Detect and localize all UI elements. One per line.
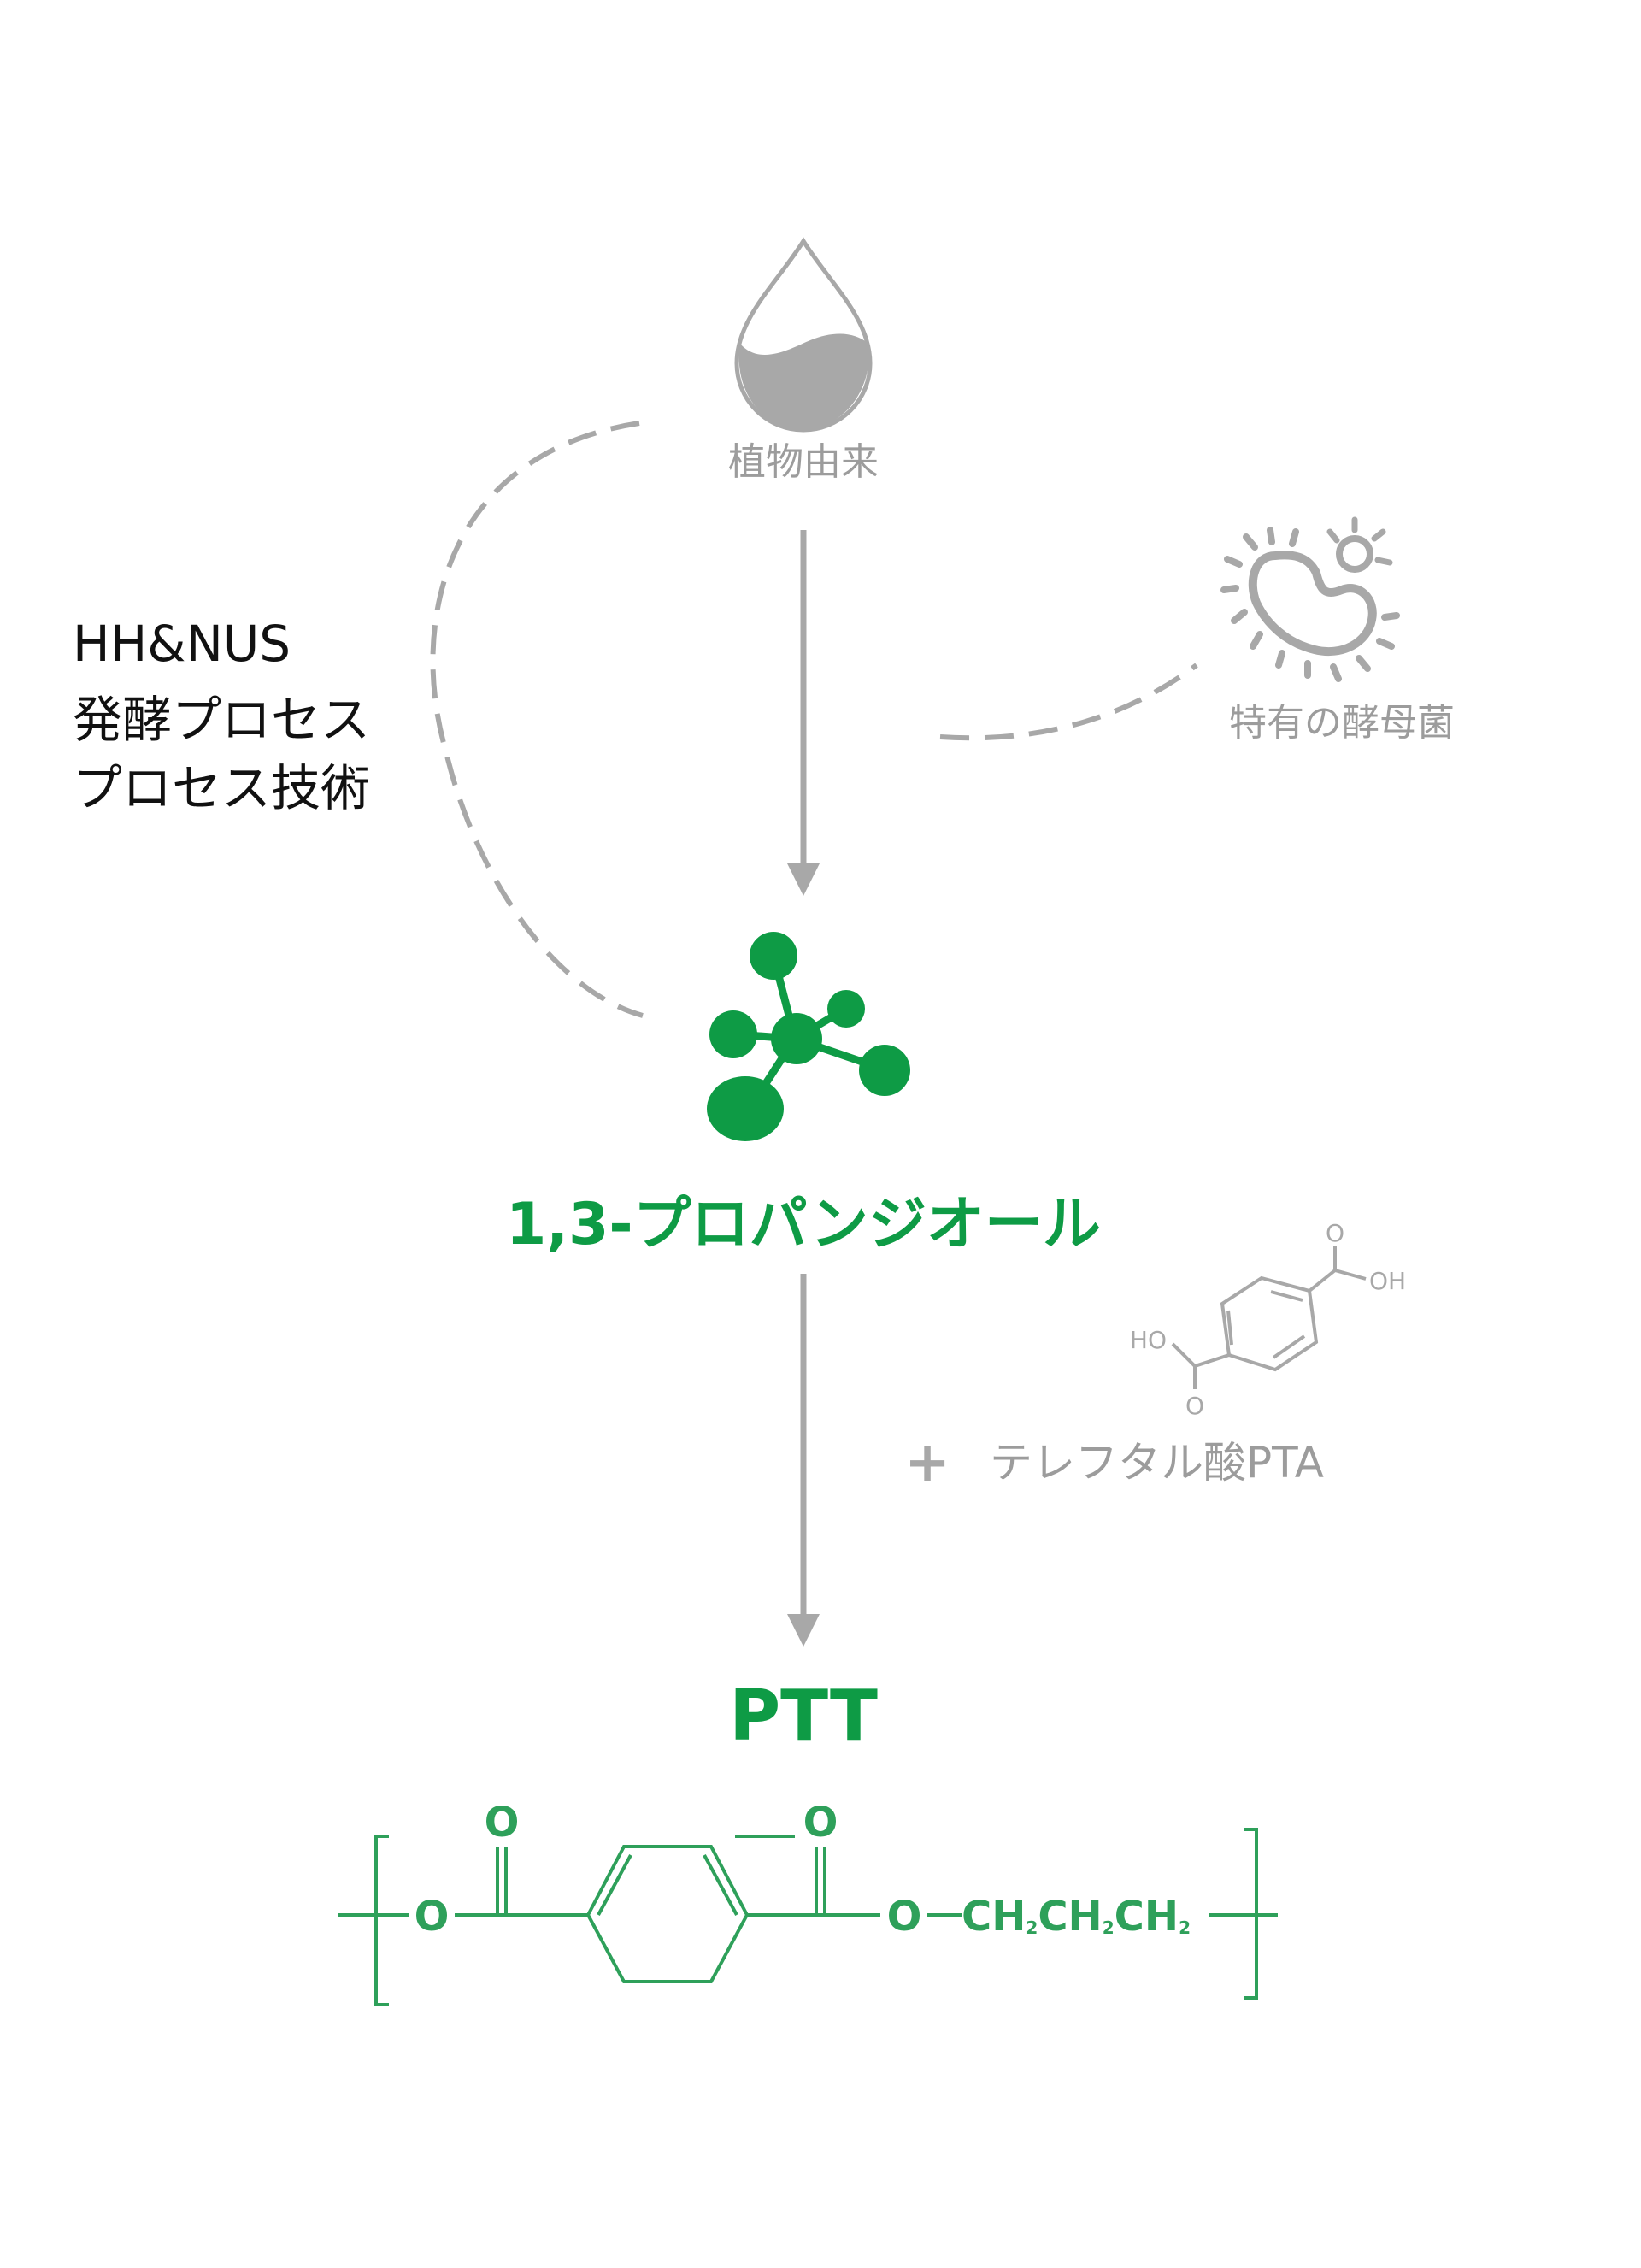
formula-o-top-right: O [803, 1799, 838, 1847]
product-label: PTT [729, 1676, 878, 1757]
process-line-2: 発酵プロセス [73, 691, 370, 749]
pta-structure-icon [1171, 1246, 1367, 1389]
formula-chain: CH2CH2CH2 [962, 1893, 1191, 1941]
yeast-dashed-curve [939, 663, 1198, 741]
microbe-icon [1220, 516, 1400, 682]
pta-ho-left: HO [1130, 1326, 1167, 1354]
intermediate-label: 1,3-プロパンジオール [506, 1191, 1101, 1258]
arrow-pdo-to-ptt [787, 1274, 820, 1647]
process-text: HH&NUS 発酵プロセス プロセス技術 [73, 615, 370, 817]
plus-sign: + [904, 1431, 950, 1494]
process-line-1: HH&NUS [73, 615, 291, 673]
pta-o-bottom: O [1185, 1392, 1204, 1420]
ptt-formula: O O O O CH2CH2CH2 [338, 1799, 1278, 2006]
formula-o-right: O [887, 1893, 922, 1941]
formula-o-top-left: O [485, 1799, 520, 1847]
chain-sub-2: 2 [1103, 1917, 1115, 1938]
chain-sub-3: 2 [1179, 1917, 1191, 1938]
process-line-3: プロセス技術 [73, 759, 370, 817]
pta-oh-right: OH [1369, 1267, 1406, 1295]
molecule-icon [707, 932, 910, 1141]
process-dashed-arc [430, 421, 644, 1018]
pta-o-top: O [1326, 1219, 1344, 1247]
additive-label: テレフタル酸PTA [990, 1438, 1324, 1487]
chain-group-2: CH [1038, 1893, 1102, 1941]
formula-o-left: O [415, 1893, 450, 1941]
source-label: 植物由来 [728, 440, 879, 484]
yeast-label: 特有の酵母菌 [1229, 701, 1455, 745]
chain-group-1: CH [962, 1893, 1026, 1941]
droplet-icon [734, 237, 873, 433]
chain-group-3: CH [1115, 1893, 1179, 1941]
chain-sub-1: 2 [1026, 1917, 1038, 1938]
arrow-source-to-pdo [787, 530, 820, 896]
